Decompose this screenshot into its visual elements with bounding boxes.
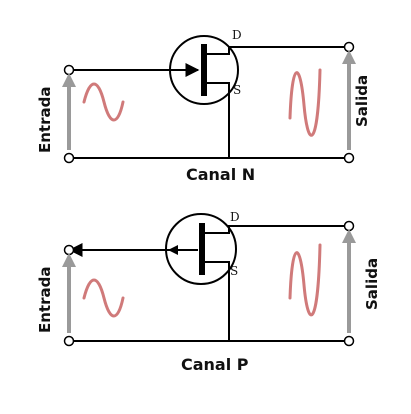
drain-label: D [232,28,242,42]
drain-wire [209,46,349,55]
terminal-icon [63,335,75,347]
jfet-symbol [165,213,237,285]
terminal-icon [343,220,355,232]
terminal-icon [63,152,75,164]
jfet-symbol [169,35,239,105]
source-label: S [233,83,241,97]
circuit-p-channel: D S Entrada Salida Canal P [36,210,381,374]
channel-label: Canal P [181,355,249,374]
drain-label: D [230,210,240,224]
terminal-icon [343,152,355,164]
input-label: Entrada [36,267,54,333]
source-wire [209,82,230,158]
gate-arrow-icon [168,245,178,255]
circuit-n-channel: D S Entrada Salida Canal N [36,28,371,184]
terminal-icon [343,335,355,347]
terminal-icon [63,244,75,256]
input-label: Entrada [36,87,54,153]
channel-label: Canal N [186,165,255,184]
sine-wave-icon [82,278,125,318]
sine-wave-icon [288,243,322,317]
source-wire [207,261,230,341]
terminal-icon [63,64,75,76]
sine-wave-icon [288,68,322,137]
source-label: S [230,264,238,278]
output-label: Salida [353,75,371,127]
output-label: Salida [363,258,381,310]
sine-wave-icon [82,82,125,122]
terminal-icon [343,41,355,53]
